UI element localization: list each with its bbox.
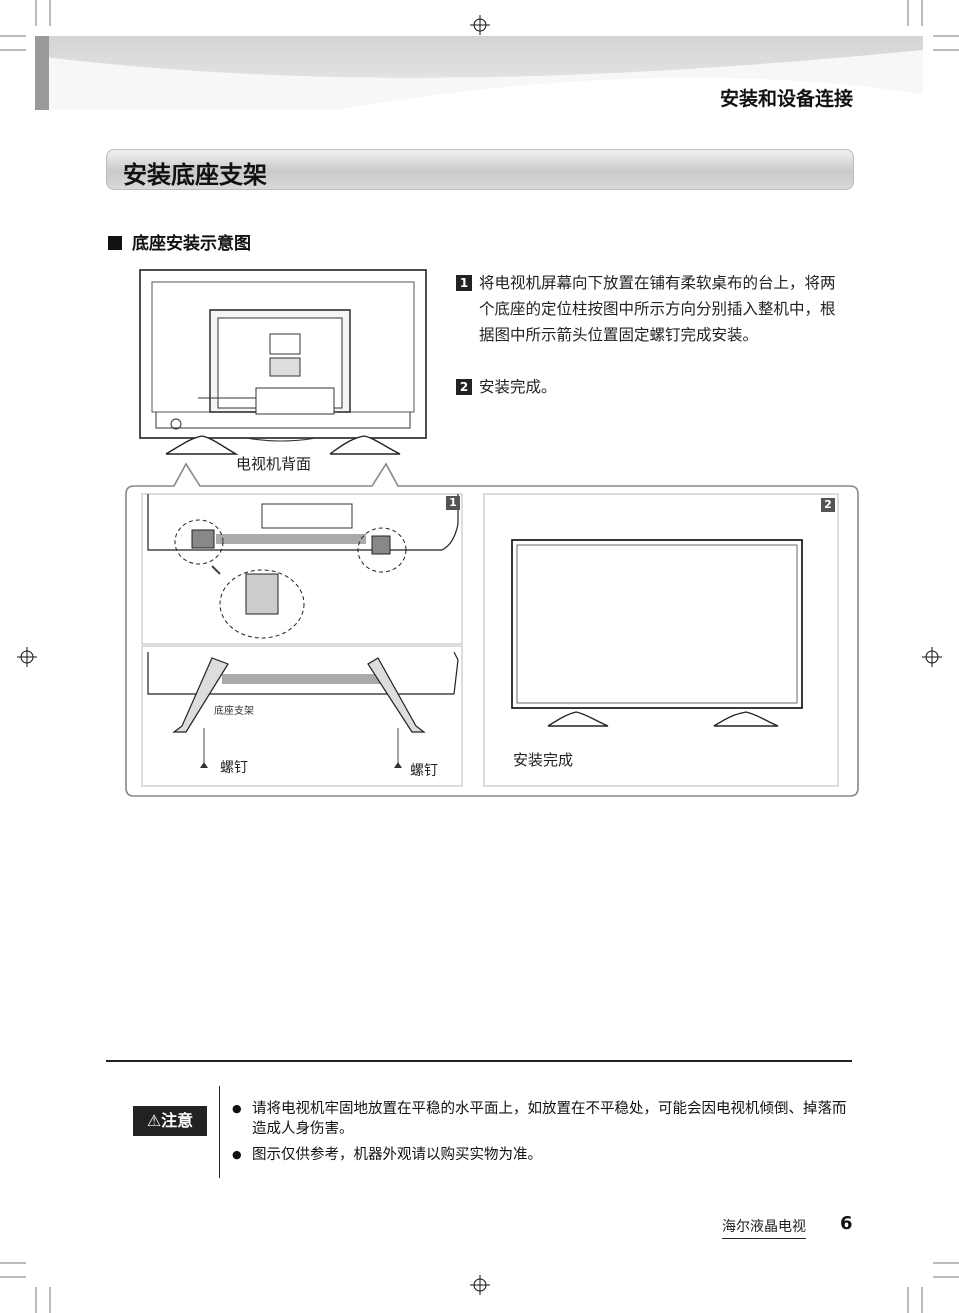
panel-number-1: 1 [446,496,460,510]
header-band [35,36,923,110]
section-title-bar: 安装底座支架 [106,149,854,190]
stand-screw-detail [147,651,459,768]
caution-badge: ⚠注意 [133,1106,207,1136]
caution-item: 请将电视机牢固地放置在平稳的水平面上，如放置在不平稳处，可能会因电视机倾倒、掉落… [232,1099,854,1139]
arrow-up-icon [200,762,208,768]
panel-number-2: 2 [821,498,835,512]
registration-mark-bottom [470,1275,490,1295]
section-title: 安装底座支架 [123,161,267,189]
page-number: 6 [840,1213,853,1234]
step-2: 2 安装完成。 [456,374,851,400]
square-bullet-icon [108,236,122,250]
caution-item: 图示仅供参考，机器外观请以购买实物为准。 [232,1145,854,1165]
step-1: 1 将电视机屏幕向下放置在铺有柔软桌布的台上，将两个底座的定位柱按图中所示方向分别… [456,270,851,348]
complete-label: 安装完成 [513,751,574,769]
registration-mark-left [17,647,37,667]
stand-label: 底座支架 [214,706,254,717]
caution-divider [106,1060,852,1062]
warning-triangle-icon: ⚠ [146,1111,162,1130]
caution-list: 请将电视机牢固地放置在平稳的水平面上，如放置在不平稳处，可能会因电视机倾倒、掉落… [232,1099,854,1171]
screw-label-right: 螺钉 [410,763,438,779]
step-1-text: 将电视机屏幕向下放置在铺有柔软桌布的台上，将两个底座的定位柱按图中所示方向分别插… [479,274,836,344]
caution-separator [219,1086,220,1178]
caution-badge-text: 注意 [161,1111,194,1130]
subsection-heading: 底座安装示意图 [108,229,251,254]
registration-mark-top [470,15,490,35]
tv-back-label: 电视机背面 [236,455,312,473]
chapter-title: 安装和设备连接 [719,88,853,110]
screw-label-left: 螺钉 [220,760,248,776]
tv-front-illustration [511,539,803,727]
subsection-title: 底座安装示意图 [132,234,251,254]
step-1-number: 1 [456,275,472,291]
step-2-number: 2 [456,379,472,395]
step-2-text: 安装完成。 [479,378,557,396]
tv-back-illustration [139,269,427,455]
registration-mark-right [922,647,942,667]
stand-insert-detail [147,494,459,639]
footer-brand: 海尔液晶电视 [722,1216,806,1239]
